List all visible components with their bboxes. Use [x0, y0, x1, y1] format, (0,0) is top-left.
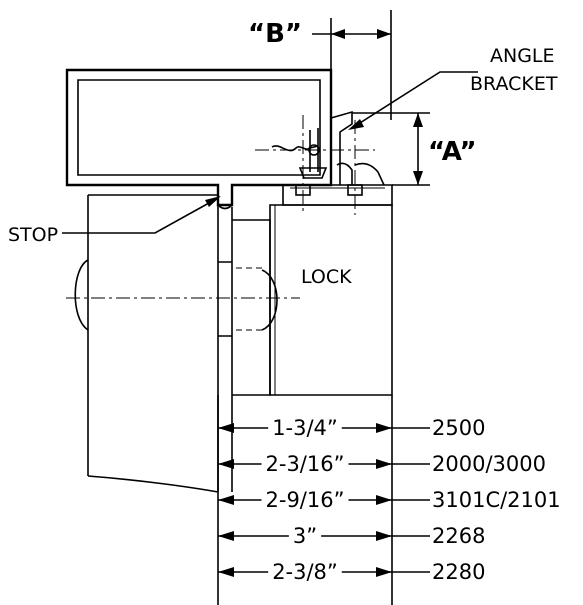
- arrowhead-right: [376, 531, 392, 541]
- fastener-detail: [255, 115, 375, 215]
- arrowhead-right: [376, 423, 392, 433]
- b-dimension: “B”: [248, 10, 392, 120]
- dimension-model: 2280: [432, 560, 485, 584]
- dimension-row: 2-3/8” 2280: [218, 560, 485, 584]
- arrowhead-right: [376, 459, 392, 469]
- lock-label: LOCK: [301, 266, 352, 288]
- dimension-row: 3” 2268: [218, 524, 485, 548]
- dimension-model: 2268: [432, 524, 485, 548]
- a-dimension-label: “A”: [428, 137, 477, 167]
- angle-bracket: [282, 110, 393, 206]
- angle-bracket-label-line2: BRACKET: [470, 73, 558, 95]
- dimension-size: 2-3/16”: [266, 452, 345, 476]
- arrowhead-left: [218, 531, 234, 541]
- angle-bracket-callout: ANGLE BRACKET: [348, 45, 558, 130]
- stop-label: STOP: [8, 224, 58, 246]
- dimension-row: 1-3/4” 2500: [218, 416, 485, 440]
- arrowhead-left: [218, 459, 234, 469]
- b-dimension-label: “B”: [248, 19, 302, 49]
- dimension-size: 1-3/4”: [272, 416, 338, 440]
- arrowhead-left: [218, 495, 234, 505]
- dimension-size: 2-3/8”: [272, 560, 338, 584]
- dimension-size: 3”: [293, 524, 317, 548]
- closer-arm: [66, 219, 300, 396]
- dimension-size: 2-9/16”: [266, 488, 345, 512]
- dimension-table: 1-3/4” 2500 2-3/16” 2000/3000 2-9/16” 3101C/2…: [217, 395, 561, 605]
- arrowhead-right: [376, 567, 392, 577]
- arrowhead-left: [218, 567, 234, 577]
- arrowhead-right: [376, 495, 392, 505]
- dimension-model: 2500: [432, 416, 485, 440]
- door-slab: [74, 194, 233, 493]
- dimension-row: 2-9/16” 3101C/2101: [218, 488, 561, 512]
- dimension-model: 2000/3000: [432, 452, 546, 476]
- stop-callout: STOP: [8, 196, 221, 246]
- arrowhead-left: [218, 423, 234, 433]
- dimension-row: 2-3/16” 2000/3000: [218, 452, 546, 476]
- angle-bracket-label-line1: ANGLE: [490, 45, 555, 67]
- dimension-model: 3101C/2101: [432, 488, 561, 512]
- lock-body: [269, 204, 393, 396]
- a-dimension: “A”: [352, 112, 477, 186]
